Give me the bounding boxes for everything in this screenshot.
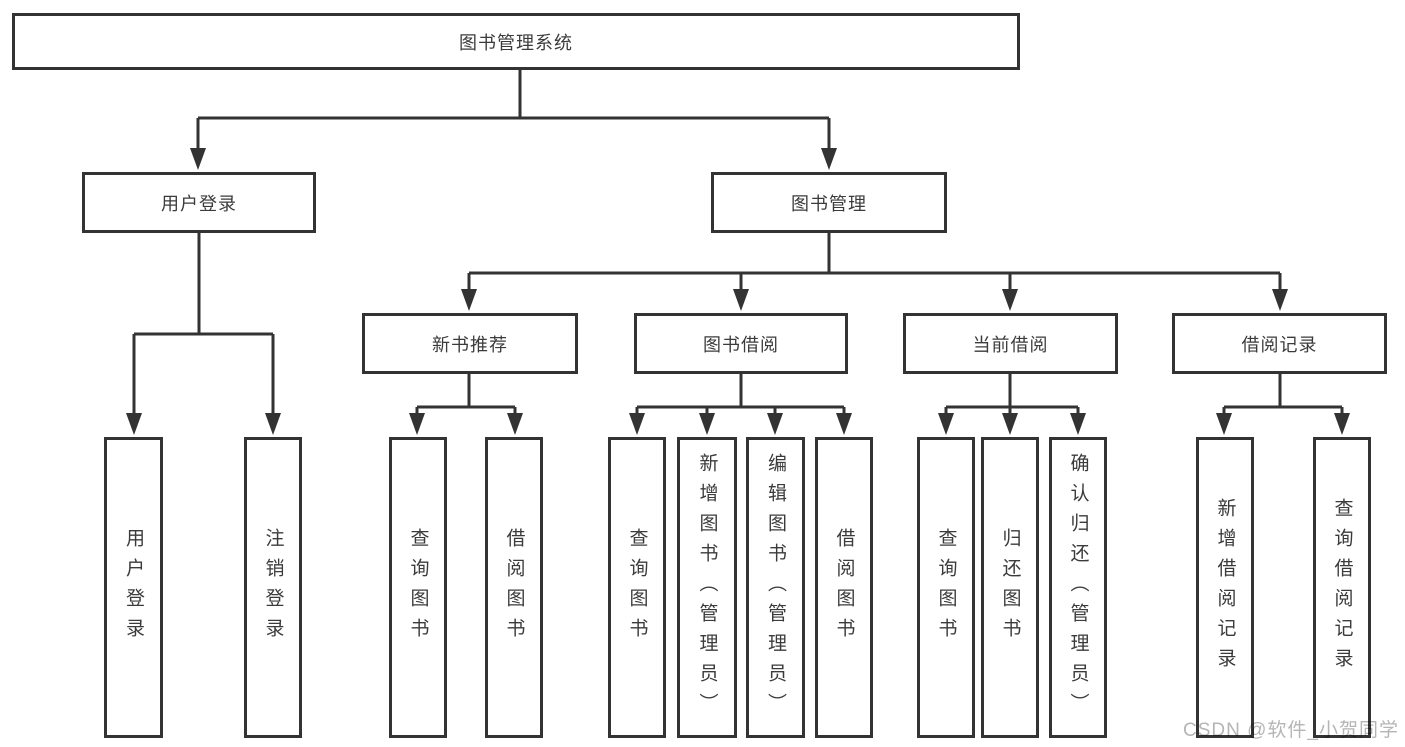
leaf-borrow-books-1-label: 借阅图书: [503, 527, 525, 648]
leaf-logout-label: 注销登录: [262, 527, 284, 648]
node-root: 图书管理系统: [12, 13, 1020, 70]
leaf-user-login: 用户登录: [104, 437, 163, 738]
node-new-book-recommend: 新书推荐: [362, 313, 578, 374]
leaf-query-books-2: 查询图书: [608, 437, 666, 738]
leaf-query-books-2-label: 查询图书: [626, 527, 648, 648]
node-borrowing-records-label: 借阅记录: [1241, 334, 1318, 355]
node-user-login: 用户登录: [82, 172, 316, 233]
node-borrowing-records: 借阅记录: [1172, 313, 1387, 374]
leaf-confirm-return-admin: 确认归还（管理员）: [1049, 437, 1107, 738]
leaf-edit-book-admin: 编辑图书（管理员）: [746, 437, 805, 738]
node-book-management: 图书管理: [711, 172, 947, 233]
node-book-borrowing-label: 图书借阅: [703, 334, 779, 355]
leaf-user-login-label: 用户登录: [123, 527, 144, 648]
leaf-add-borrow-record: 新增借阅记录: [1196, 437, 1254, 738]
node-user-login-label: 用户登录: [161, 193, 237, 214]
node-current-borrowing: 当前借阅: [903, 313, 1118, 374]
leaf-borrow-books-1: 借阅图书: [485, 437, 543, 738]
leaf-return-book: 归还图书: [981, 437, 1039, 738]
leaf-add-book-admin: 新增图书（管理员）: [677, 437, 737, 738]
node-book-borrowing: 图书借阅: [634, 313, 848, 374]
node-new-book-recommend-label: 新书推荐: [432, 334, 508, 355]
leaf-query-books-3: 查询图书: [917, 437, 975, 738]
leaf-confirm-return-admin-label: 确认归还（管理员）: [1067, 452, 1089, 723]
leaf-logout: 注销登录: [244, 437, 302, 738]
arrowheads: [126, 148, 1350, 435]
leaf-add-book-admin-label: 新增图书（管理员）: [696, 452, 718, 723]
connector-paths: [132, 70, 1344, 418]
leaf-query-books-1-label: 查询图书: [407, 527, 429, 648]
leaf-borrow-books-2-label: 借阅图书: [833, 527, 855, 648]
leaf-borrow-books-2: 借阅图书: [815, 437, 873, 738]
node-root-label: 图书管理系统: [459, 32, 573, 53]
leaf-edit-book-admin-label: 编辑图书（管理员）: [765, 452, 786, 723]
leaf-query-borrow-record: 查询借阅记录: [1313, 437, 1371, 738]
leaf-query-books-3-label: 查询图书: [935, 527, 957, 648]
leaf-return-book-label: 归还图书: [999, 527, 1021, 648]
leaf-query-books-1: 查询图书: [389, 437, 447, 738]
node-current-borrowing-label: 当前借阅: [972, 334, 1049, 355]
leaf-add-borrow-record-label: 新增借阅记录: [1214, 497, 1236, 678]
node-book-management-label: 图书管理: [791, 193, 867, 214]
leaf-query-borrow-record-label: 查询借阅记录: [1331, 497, 1353, 678]
